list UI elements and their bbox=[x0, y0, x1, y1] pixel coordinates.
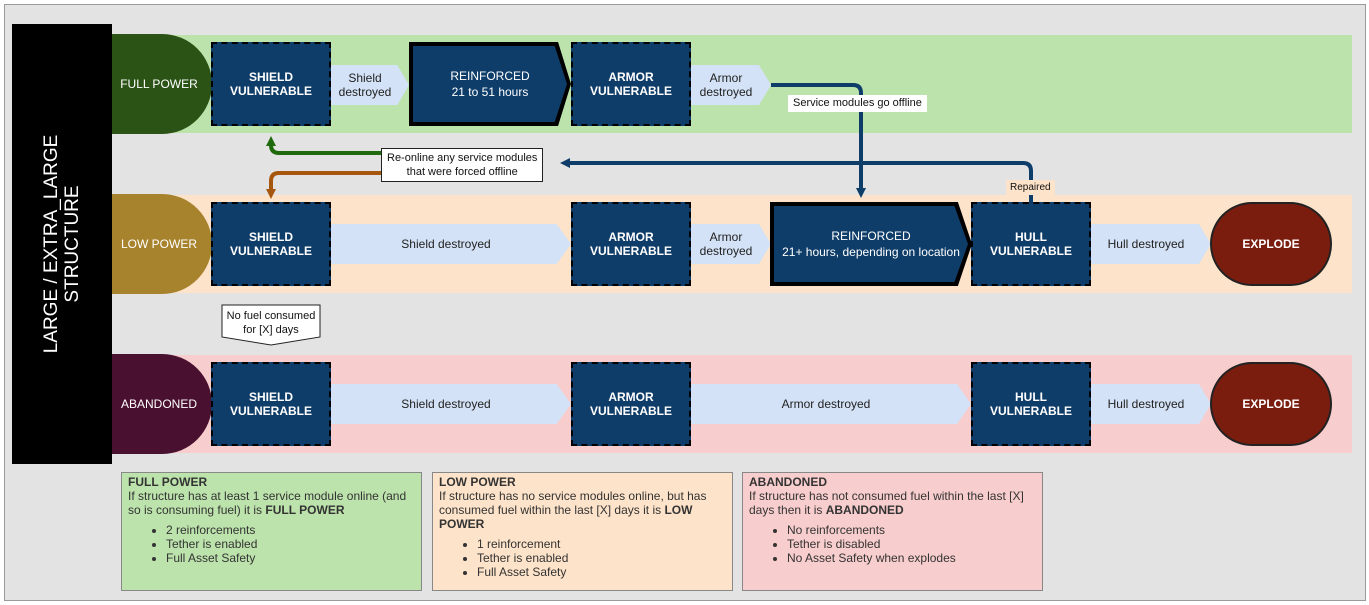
legend-low-list: 1 reinforcement Tether is enabled Full A… bbox=[439, 537, 726, 579]
reonline-label: Re-online any service modules that were … bbox=[381, 148, 544, 182]
no-fuel-callout: No fuel consumed for [X] days bbox=[221, 304, 321, 346]
low-armor-destroyed-arrow: Armor destroyed bbox=[691, 224, 771, 264]
low-armor-vulnerable: ARMOR VULNERABLE bbox=[571, 202, 691, 286]
low-hull-vulnerable: HULL VULNERABLE bbox=[971, 202, 1091, 286]
sidebar-title: LARGE / EXTRA_LARGE STRUCTURE bbox=[41, 134, 83, 354]
low-hull-destroyed-arrow: Hull destroyed bbox=[1091, 224, 1211, 264]
full-shield-vulnerable: SHIELD VULNERABLE bbox=[211, 42, 331, 126]
legend-abandoned-desc: If structure has not consumed fuel withi… bbox=[749, 489, 1024, 517]
full-reinforced: REINFORCED 21 to 51 hours bbox=[409, 42, 571, 126]
reonline-green-connector bbox=[266, 136, 383, 155]
abandoned-hull-vulnerable: HULL VULNERABLE bbox=[971, 362, 1091, 446]
low-shield-destroyed-arrow: Shield destroyed bbox=[331, 224, 571, 264]
low-reinforced: REINFORCED 21+ hours, depending on locat… bbox=[770, 202, 972, 286]
abandoned-explode: EXPLODE bbox=[1210, 362, 1332, 446]
legend-full-desc: If structure has at least 1 service modu… bbox=[128, 489, 407, 517]
low-explode: EXPLODE bbox=[1210, 202, 1332, 286]
abandoned-shield-vulnerable: SHIELD VULNERABLE bbox=[211, 362, 331, 446]
repaired-label: Repaired bbox=[1006, 180, 1055, 195]
abandoned-state: ABANDONED bbox=[112, 354, 212, 454]
legend-abandoned: ABANDONED If structure has not consumed … bbox=[742, 472, 1043, 591]
legend-low-desc: If structure has no service modules onli… bbox=[439, 489, 707, 531]
no-fuel-callout-shape bbox=[221, 304, 321, 346]
low-shield-vulnerable: SHIELD VULNERABLE bbox=[211, 202, 331, 286]
full-armor-vulnerable: ARMOR VULNERABLE bbox=[571, 42, 691, 126]
full-armor-destroyed-arrow: Armor destroyed bbox=[691, 65, 771, 105]
abandoned-armor-destroyed-arrow: Armor destroyed bbox=[691, 384, 971, 424]
diagram-canvas: LARGE / EXTRA_LARGE STRUCTURE FULL POWER… bbox=[4, 4, 1366, 601]
abandoned-armor-vulnerable: ARMOR VULNERABLE bbox=[571, 362, 691, 446]
full-power-state: FULL POWER bbox=[112, 34, 212, 134]
service-offline-label: Service modules go offline bbox=[788, 95, 927, 112]
reonline-brown-connector bbox=[266, 171, 383, 199]
legend-low-power: LOW POWER If structure has no service mo… bbox=[432, 472, 733, 591]
abandoned-shield-destroyed-arrow: Shield destroyed bbox=[331, 384, 571, 424]
full-shield-destroyed-arrow: Shield destroyed bbox=[331, 65, 409, 105]
low-power-state: LOW POWER bbox=[112, 194, 212, 294]
legend-full-power: FULL POWER If structure has at least 1 s… bbox=[121, 472, 422, 591]
abandoned-hull-destroyed-arrow: Hull destroyed bbox=[1091, 384, 1211, 424]
legend-full-list: 2 reinforcements Tether is enabled Full … bbox=[128, 523, 415, 565]
legend-abandoned-list: No reinforcements Tether is disabled No … bbox=[749, 523, 1036, 565]
structure-sidebar: LARGE / EXTRA_LARGE STRUCTURE bbox=[12, 24, 112, 464]
